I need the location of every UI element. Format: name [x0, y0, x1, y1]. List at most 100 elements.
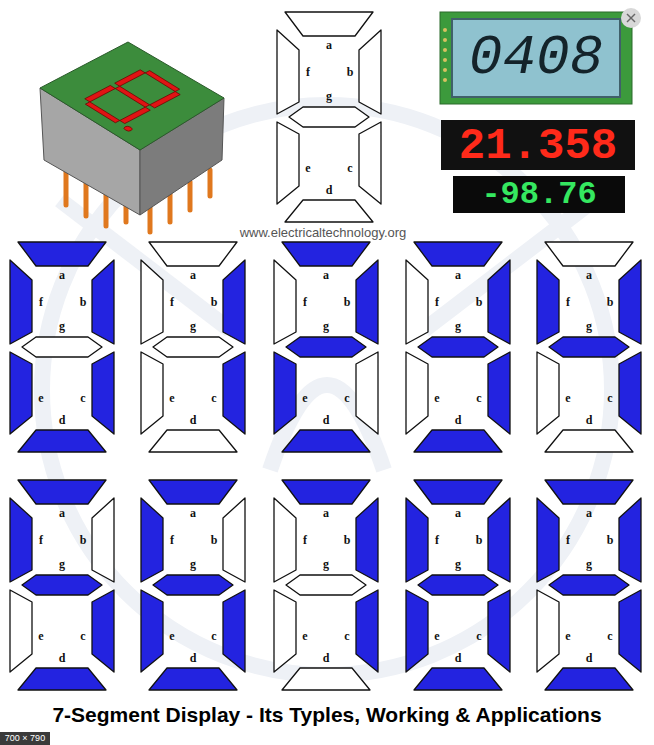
segment-letter: f: [566, 534, 570, 546]
segment-letter: g: [190, 558, 196, 570]
segment-shape: [406, 590, 428, 672]
segment-letter: g: [455, 558, 461, 570]
segment-letter: d: [326, 184, 333, 196]
segment-shape: [18, 480, 106, 504]
segment-shape: [537, 498, 559, 582]
segment-letter: f: [435, 296, 439, 308]
segment-shape: [406, 260, 428, 344]
segment-shape: [274, 352, 296, 434]
segment-shape: [545, 480, 633, 504]
segment-shape: [356, 498, 378, 582]
segment-letter: e: [302, 630, 307, 642]
segment-shape: [149, 242, 237, 266]
segment-letter: a: [323, 269, 329, 281]
segment-letter: d: [59, 652, 66, 664]
segment-shape: [141, 260, 163, 344]
segment-letter: b: [476, 296, 483, 308]
segment-letter: b: [211, 534, 218, 546]
segment-shape: [22, 575, 102, 595]
segment-letter: b: [344, 296, 351, 308]
segment-shape: [223, 352, 245, 434]
segment-shape: [414, 668, 502, 690]
segment-letter: a: [586, 507, 592, 519]
segment-shape: [414, 430, 502, 452]
segment-shape: [545, 668, 633, 690]
segment-shape: [277, 122, 299, 204]
segment-letter: d: [190, 414, 197, 426]
segment-shape: [282, 480, 370, 504]
segment-shape: [10, 590, 32, 672]
segment-shape: [488, 498, 510, 582]
segment-shape: [418, 575, 498, 595]
segment-letter: c: [211, 392, 216, 404]
segment-letter: g: [326, 90, 332, 102]
watermark: www.electricaltechnology.org: [240, 226, 407, 239]
segment-shape: [141, 590, 163, 672]
display-reading: 0408: [469, 30, 603, 86]
segment-letter: a: [59, 269, 65, 281]
segment-shape: [149, 430, 237, 452]
segment-shape: [274, 260, 296, 344]
segment-letter: d: [323, 652, 330, 664]
green-led-display: [453, 176, 625, 213]
segment-letter: c: [347, 162, 352, 174]
segment-shape: [488, 352, 510, 434]
segment-letter: c: [344, 630, 349, 642]
segment-shape: [285, 200, 373, 222]
segment-letter: b: [80, 296, 87, 308]
segment-shape: [359, 30, 381, 114]
segment-letter: a: [455, 507, 461, 519]
segment-letter: e: [434, 630, 439, 642]
segment-letter: e: [565, 392, 570, 404]
segment-letter: f: [566, 296, 570, 308]
display-reading: -98.76: [481, 179, 596, 211]
segment-letter: g: [59, 320, 65, 332]
segment-shape: [619, 352, 641, 434]
red-led-display: [441, 120, 635, 170]
segment-letter: e: [305, 162, 310, 174]
segment-shape: [18, 668, 106, 690]
segment-letter: a: [326, 39, 332, 51]
segment-shape: [289, 107, 369, 127]
segment-letter: c: [80, 630, 85, 642]
segment-letter: a: [323, 507, 329, 519]
segment-letter: d: [59, 414, 66, 426]
segment-letter: e: [169, 630, 174, 642]
segment-letter: b: [344, 534, 351, 546]
segment-shape: [406, 498, 428, 582]
segment-letter: c: [476, 630, 481, 642]
segment-letter: d: [190, 652, 197, 664]
segment-shape: [488, 260, 510, 344]
segment-shape: [619, 498, 641, 582]
segment-letter: c: [80, 392, 85, 404]
segment-shape: [619, 260, 641, 344]
segment-letter: c: [607, 630, 612, 642]
segment-letter: a: [190, 269, 196, 281]
segment-shape: [282, 430, 370, 452]
segment-shape: [92, 260, 114, 344]
segment-letter: g: [323, 558, 329, 570]
segment-shape: [141, 352, 163, 434]
segment-shape: [359, 122, 381, 204]
segment-letter: f: [170, 534, 174, 546]
segment-letter: b: [211, 296, 218, 308]
segment-letter: d: [455, 414, 462, 426]
display-reading: 21.358: [459, 124, 617, 168]
segment-letter: f: [303, 296, 307, 308]
seven-segment-component: [40, 42, 224, 232]
segment-letter: g: [455, 320, 461, 332]
segment-letter: e: [434, 392, 439, 404]
segment-letter: f: [306, 66, 310, 78]
segment-shape: [18, 430, 106, 452]
segment-shape: [356, 260, 378, 344]
segment-shape: [488, 590, 510, 672]
segment-letter: d: [455, 652, 462, 664]
segment-shape: [356, 590, 378, 672]
segment-shape: [223, 590, 245, 672]
segment-shape: [277, 30, 299, 114]
size-badge: 700 × 790: [5, 734, 45, 743]
segment-letter: f: [39, 534, 43, 546]
segment-letter: c: [607, 392, 612, 404]
segment-letter: f: [435, 534, 439, 546]
